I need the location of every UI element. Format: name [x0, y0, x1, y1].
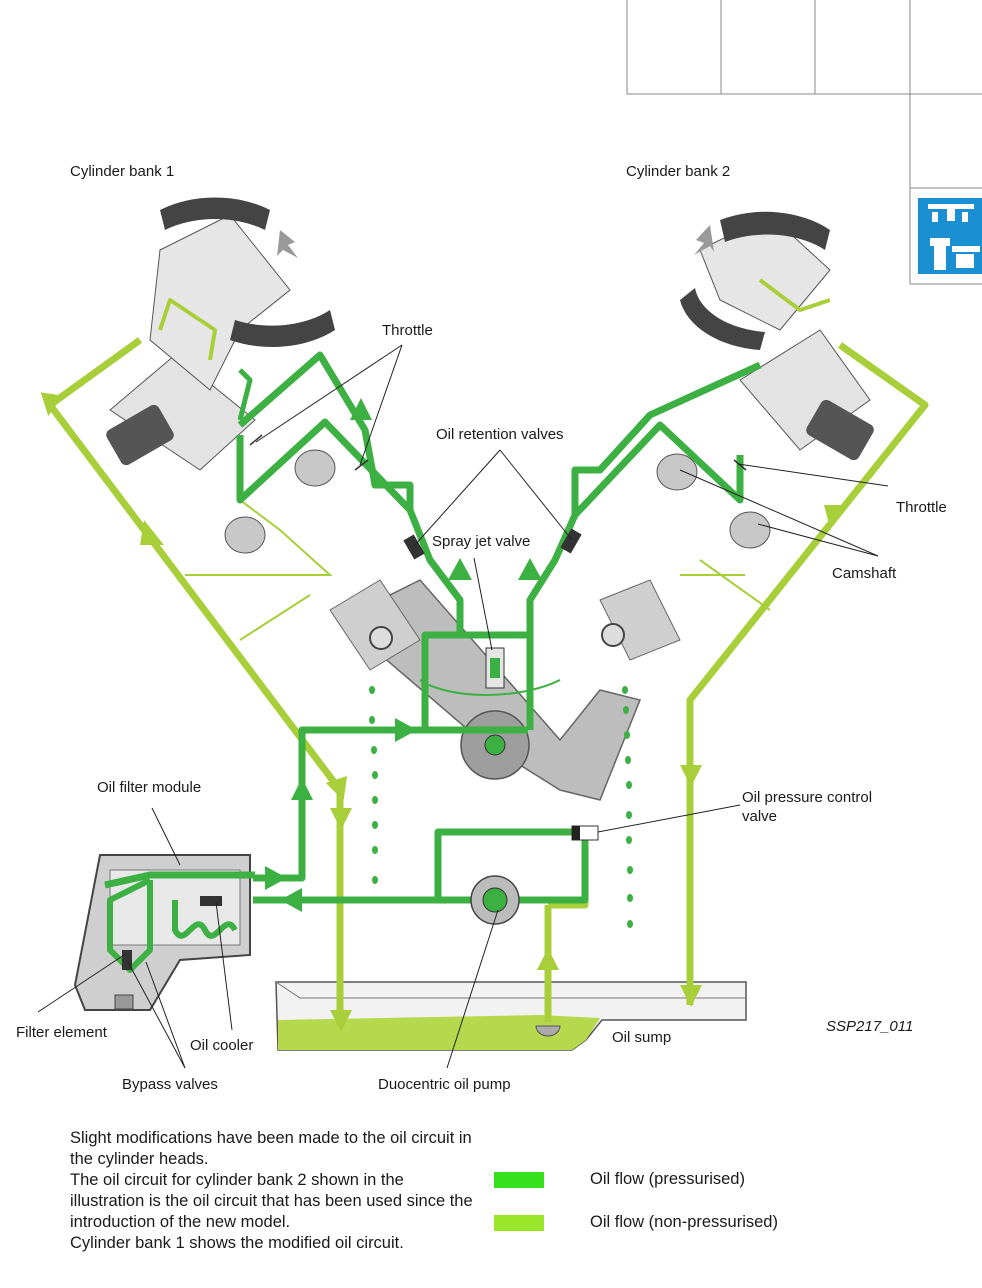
label-throttle-right: Throttle [896, 499, 947, 516]
label-filter-element: Filter element [16, 1024, 108, 1041]
label-bypass-valves: Bypass valves [122, 1076, 218, 1093]
throttle-markers [249, 434, 747, 471]
duocentric-oil-pump-component [470, 875, 520, 925]
adjuster-direction-arrows [277, 225, 714, 258]
page-grid [626, 0, 982, 285]
legend-label-non-pressurised: Oil flow (non-pressurised) [590, 1213, 778, 1231]
label-cylinder-bank-2: Cylinder bank 2 [626, 163, 730, 180]
label-duocentric-oil-pump: Duocentric oil pump [378, 1076, 511, 1093]
label-oil-pressure-control-valve-1: Oil pressure control [742, 789, 872, 806]
label-oil-sump: Oil sump [612, 1029, 671, 1046]
oil-droplets [369, 686, 633, 928]
legend-label-pressurised: Oil flow (pressurised) [590, 1170, 745, 1188]
leader-lines [37, 344, 889, 1069]
description-line-3: Cylinder bank 1 shows the modified oil c… [70, 1234, 404, 1252]
oil-sump [275, 981, 747, 1051]
description-line-1: Slight modifications have been made to t… [70, 1129, 472, 1168]
flow-arrows [140, 398, 844, 1032]
bypass-valve-components [122, 896, 222, 970]
spray-jet-valve-component [485, 647, 505, 689]
legend-non-pressurised: Oil flow (non-pressurised) [494, 1213, 778, 1232]
label-camshaft: Camshaft [832, 565, 897, 582]
label-throttle-left: Throttle [382, 322, 433, 339]
description-text: Slight modifications have been made to t… [70, 1128, 480, 1254]
oil-retention-valve-right [560, 528, 582, 554]
oil-retention-valve-left [403, 534, 425, 560]
engine-chapter-icon [918, 198, 982, 274]
legend-pressurised: Oil flow (pressurised) [494, 1170, 745, 1189]
label-spray-jet-valve: Spray jet valve [432, 533, 530, 550]
description-line-2: The oil circuit for cylinder bank 2 show… [70, 1171, 473, 1231]
cylinder-head-bank-2 [656, 211, 874, 549]
label-cylinder-bank-1: Cylinder bank 1 [70, 163, 174, 180]
figure-code: SSP217_011 [826, 1018, 913, 1035]
oil-pressure-control-valve-component [571, 825, 599, 841]
label-oil-filter-module: Oil filter module [97, 779, 201, 796]
pressurised-thin-flow [419, 679, 561, 696]
label-oil-pressure-control-valve-2: valve [742, 808, 777, 825]
legend-swatch-non-pressurised [494, 1214, 544, 1231]
non-pressurised-thin-flow [185, 480, 771, 641]
label-oil-retention-valves: Oil retention valves [436, 426, 564, 443]
legend-swatch-pressurised [494, 1171, 544, 1188]
label-oil-cooler: Oil cooler [190, 1037, 253, 1054]
